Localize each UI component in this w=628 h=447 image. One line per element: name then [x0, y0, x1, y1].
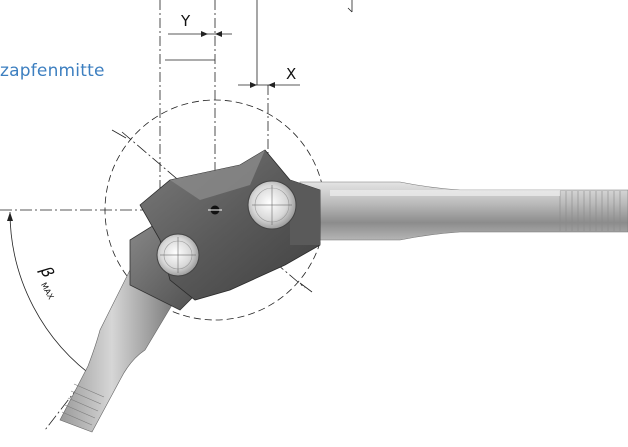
dimension-y-label: Y	[180, 12, 191, 30]
dimension-x-label: X	[286, 65, 296, 83]
joint-yoke	[129, 149, 321, 311]
angled-shaft	[59, 269, 176, 433]
beta-symbol: β	[36, 262, 58, 281]
beta-max-label: β MAX	[36, 262, 58, 301]
caption-text: zapfenmitte	[0, 61, 105, 81]
straight-shaft	[299, 181, 628, 241]
beta-subscript: MAX	[39, 281, 56, 301]
